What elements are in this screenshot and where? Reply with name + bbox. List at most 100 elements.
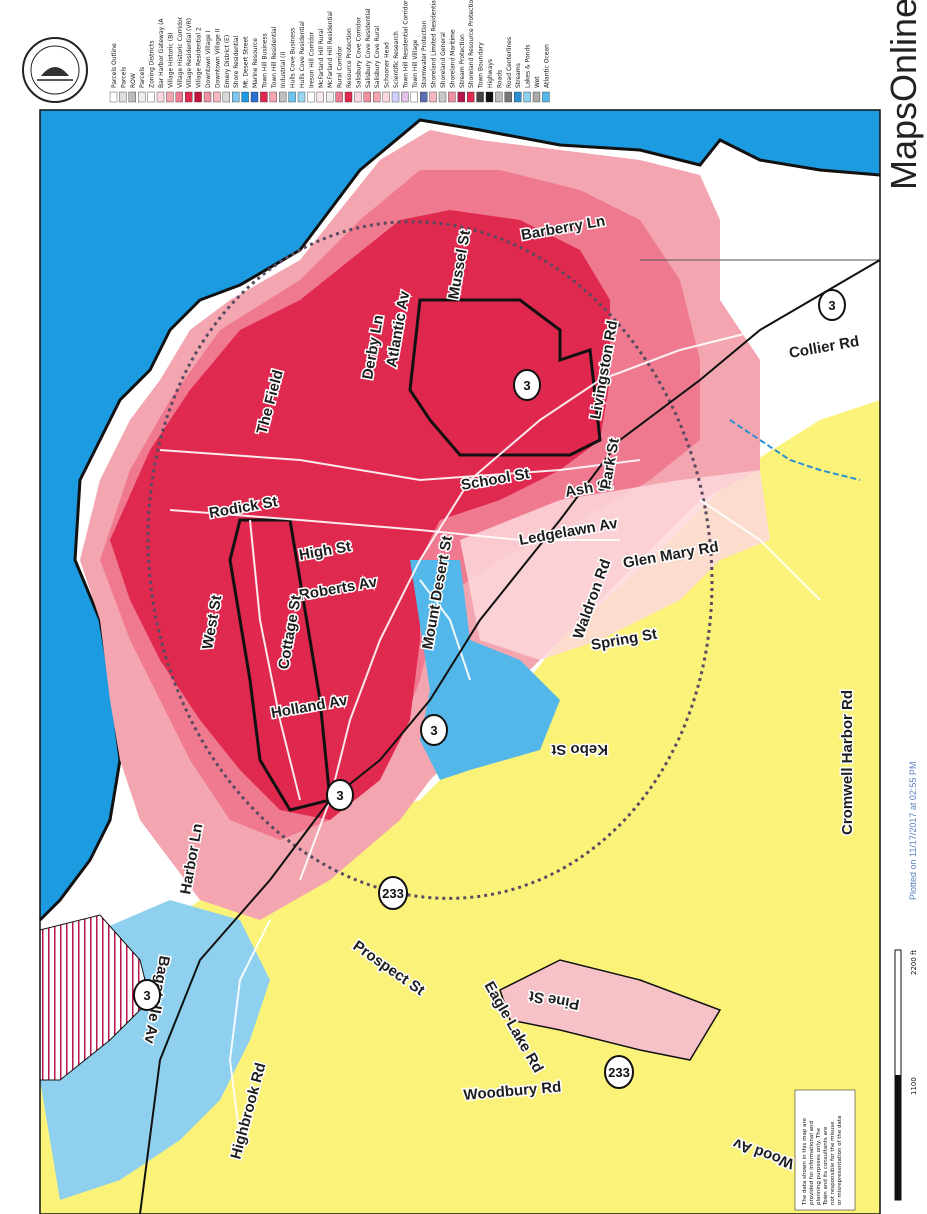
legend-swatch — [166, 91, 174, 103]
legend-label: Roads — [496, 70, 503, 88]
legend-swatch — [542, 91, 550, 103]
route-shield: 3 — [513, 369, 541, 401]
scale-end-label: 2200 ft — [910, 950, 918, 975]
legend-label: Shoreland General — [440, 32, 447, 88]
legend-swatch — [363, 91, 371, 103]
route-shield: 3 — [133, 979, 161, 1011]
legend-label: Village Historic Corridor — [177, 16, 184, 88]
legend-label: Schooner Head — [384, 42, 391, 88]
legend-label: Downtown Village I — [205, 30, 212, 88]
legend-label: McFarland Hill Rural — [318, 28, 325, 88]
legend-swatch — [222, 91, 231, 103]
legend-swatch — [194, 91, 202, 103]
legend-swatch — [373, 91, 381, 103]
legend-swatch — [485, 91, 494, 103]
scale-mid-label: 1100 — [910, 1077, 918, 1095]
legend-label: Downtown Village II — [214, 29, 221, 88]
legend-swatch — [250, 91, 259, 103]
legend-label: Village Historic (B) — [167, 32, 174, 88]
legend-label: Bar Harbor Gateway (A — [158, 18, 165, 88]
plotted-text: Plotted on 11/17/2017 at 02:55 PM — [908, 762, 918, 900]
svg-text:3: 3 — [523, 378, 530, 393]
downtown-village-district — [408, 298, 602, 457]
legend-label: Shoreland Maritime — [449, 29, 456, 88]
legend-swatch — [316, 91, 324, 103]
legend-label: Parcels — [139, 67, 146, 88]
route-shield: 3 — [420, 714, 448, 746]
scale-bar: 1100 2200 ft — [894, 949, 918, 1201]
legend-label: McFarland Hill Residential — [327, 11, 334, 88]
road-label[interactable]: Cromwell Harbor Rd — [838, 688, 858, 836]
village-overlay-boundary — [146, 220, 714, 900]
legend-swatch — [410, 91, 418, 103]
svg-text:3: 3 — [430, 723, 437, 738]
legend-label: Industrial (I) — [280, 52, 287, 89]
svg-text:233: 233 — [608, 1065, 630, 1080]
legend-swatch — [476, 91, 484, 103]
legend-swatch — [297, 91, 306, 103]
legend-label: Mt. Desert Street — [243, 36, 250, 88]
legend-swatch — [307, 91, 315, 103]
svg-text:3: 3 — [336, 788, 343, 803]
legend-label: Stream Protection — [459, 34, 466, 88]
legend-swatch — [429, 91, 437, 103]
legend-label: Scientific Research — [393, 31, 400, 88]
legend-swatch — [231, 91, 240, 103]
legend-label: Shoreland Resource Protection — [468, 0, 475, 88]
route-shield: 233 — [378, 876, 408, 910]
brand-text: MapsOnline — [883, 0, 924, 190]
stream — [729, 419, 861, 481]
legend-swatch — [119, 91, 127, 103]
disclaimer-line: not responsible for the misuse — [830, 1121, 836, 1205]
legend-label: Town Hill Residential — [271, 26, 278, 89]
pine-st-parcels — [499, 959, 722, 1061]
legend-swatch — [401, 91, 409, 103]
route-3-highway — [139, 259, 881, 1214]
svg-text:233: 233 — [382, 886, 404, 901]
legend-swatch — [279, 91, 287, 103]
legend-swatch — [184, 91, 193, 103]
legend-label: Parcels Outline — [111, 43, 118, 88]
legend-label: Hulls Cove Business — [290, 28, 297, 88]
legend-label: Town Hill Village — [412, 39, 419, 89]
legend-swatch — [523, 91, 531, 103]
legend-label: Ireson Hill Corridor — [308, 31, 315, 88]
town-seal-logo — [22, 37, 88, 103]
legend-label: Salisbury Cove Rural — [374, 26, 381, 88]
legend-label: Resource Protection — [346, 28, 353, 88]
legend-label: Emery District (E) — [224, 35, 231, 88]
legend-label: Parcels — [120, 67, 127, 88]
legend-label: Marine Resource — [252, 38, 259, 88]
legend-label: Atlantic Ocean — [543, 44, 550, 88]
downtown-zone — [110, 210, 610, 820]
legend-label: ROW — [130, 73, 137, 88]
legend-swatch — [344, 91, 353, 103]
map-frame — [39, 109, 881, 1214]
disclaimer-line: The data shown in this map are — [802, 1117, 808, 1206]
legend-label: Village Residential (VR) — [186, 18, 193, 88]
disclaimer-line: provided for informational and — [809, 1121, 815, 1205]
legend-swatch — [156, 91, 165, 103]
legend-swatch — [269, 91, 277, 103]
svg-text:3: 3 — [143, 988, 150, 1003]
legend-swatch — [128, 91, 137, 103]
route-shield: 233 — [604, 1055, 634, 1089]
legend-swatch — [260, 91, 268, 103]
legend-swatch — [335, 91, 343, 103]
legend-swatch — [147, 91, 155, 103]
legend-label: Town Hill Residential Corridor — [402, 0, 409, 89]
legend-swatch — [438, 91, 447, 103]
legend-label: Streams — [515, 63, 522, 88]
route-shields: 3 3 3 3 233 233 3 — [133, 289, 846, 1089]
legend-swatch — [213, 91, 221, 103]
legend-label: Salisbury Cove Residential — [365, 8, 372, 88]
road-network — [159, 299, 881, 1141]
legend-label: Shore Residential — [233, 35, 240, 88]
road-label[interactable]: Kebo St — [550, 740, 610, 760]
legend-swatch — [137, 91, 146, 103]
legend-label: Town Hill Business — [261, 33, 268, 89]
legend-swatch — [495, 91, 503, 103]
resource-protection-hatch — [39, 914, 151, 1081]
